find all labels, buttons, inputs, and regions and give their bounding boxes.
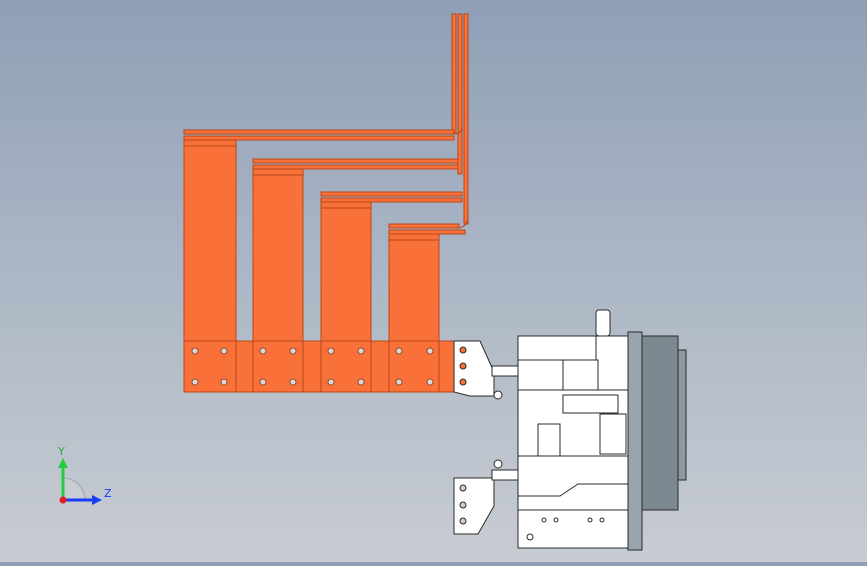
feed-strip-4b [388,229,466,235]
busbar-phase-2[interactable] [252,174,304,342]
coordinate-triad-icon: Y Z [57,445,112,505]
feed-strip-3a [320,191,463,197]
breaker-top-section [517,335,597,361]
breaker-contact-right [599,413,627,455]
feed-strip-3b [320,197,463,203]
upper-terminal-hole-1 [459,346,467,354]
breaker-handle[interactable] [595,309,611,337]
upper-pin [491,365,519,377]
base-screw [526,533,534,541]
breaker-arc-chute-line [518,483,628,497]
upper-terminal-hole-2 [459,362,467,370]
feed-strip-2a [252,158,459,164]
busbar-phase-4[interactable] [388,239,440,342]
triad-y-label: Y [57,445,65,458]
breaker-base-section [517,509,629,549]
bar-cap-2 [252,168,304,176]
lower-terminal-hole-2 [459,501,467,509]
busbar-phase-1[interactable] [183,145,237,342]
bend-1 [453,14,463,135]
riser-conductor-3 [463,13,469,225]
feed-strip-1b [183,135,455,141]
busbar-assembly[interactable] [183,13,469,393]
breaker-frame-edge [627,331,643,551]
circuit-breaker[interactable] [453,309,687,551]
upper-pin-bolt [493,390,503,400]
breaker-slot [562,394,619,414]
breaker-upper-block [562,359,599,391]
bolt-holes [191,347,434,386]
bend-4 [455,14,469,229]
lower-pin-bolt [493,459,503,469]
triad-z-label: Z [104,487,112,500]
breaker-contact-left [537,423,561,457]
busbar-base-strip[interactable] [183,340,455,393]
breaker-front-cover[interactable] [641,335,679,511]
lower-terminal-hole-3 [459,517,467,525]
busbar-phase-3[interactable] [320,207,372,342]
lower-terminal-hole-1 [459,484,467,492]
feed-strip-1a [183,129,455,135]
riser-conductor-2 [457,13,463,175]
bar-cap-3 [320,201,372,209]
bar-cap-4 [388,233,440,241]
breaker-cover-knob [677,349,687,481]
lower-pin [491,469,519,481]
upper-terminal-hole-3 [459,378,467,386]
riser-conductor-1 [451,13,457,135]
bar-cap-1 [183,139,237,147]
feed-strip-4a [388,223,460,229]
feed-strip-2b [252,164,459,170]
